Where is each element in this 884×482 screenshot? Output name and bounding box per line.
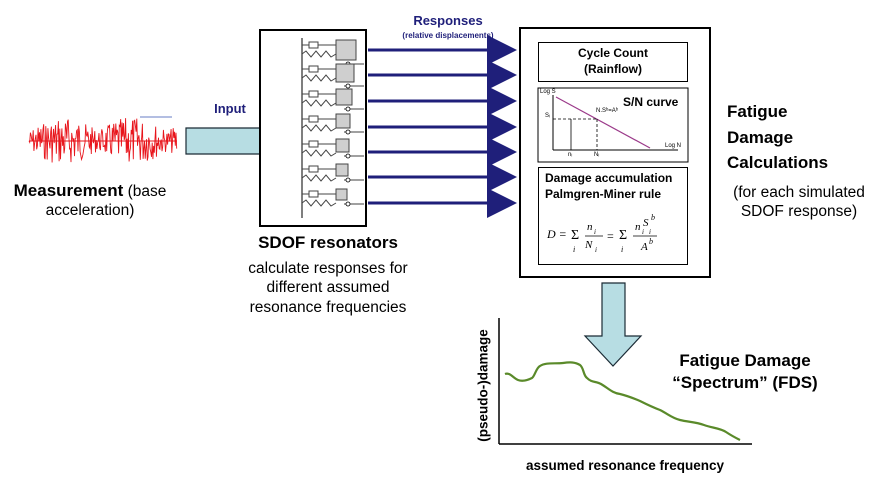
fatigue-label-line2: Damage (727, 127, 794, 147)
sdof-spring (301, 174, 337, 182)
miner-formula-graphic: D = Σ i n i N i = Σ i n S b i i A b (546, 213, 657, 254)
sdof-desc-line1: calculate responses for (248, 260, 408, 277)
svg-text:N: N (584, 239, 593, 251)
responses-title: Responses (413, 13, 483, 28)
sdof-description: calculate responses for different assume… (218, 259, 438, 317)
sdof-desc-line3: resonance frequencies (249, 298, 407, 316)
sdof-mass (335, 88, 353, 106)
measurement-signal (27, 112, 179, 170)
sdof-desc-line2: different assumed (266, 279, 390, 297)
miner-formula: D = Σ i n i N i = Σ i n S b i i A b (545, 212, 681, 263)
sn-axis-x: Log N (665, 143, 682, 149)
svg-text:n: n (635, 221, 641, 233)
sdof-spring (301, 74, 337, 82)
fatigue-label-line3: Calculations (727, 153, 829, 172)
fds-x-axis-label: assumed resonance frequency (525, 458, 725, 473)
sn-curve-title: S/N curve (623, 95, 679, 109)
fatigue-note: (for each simulated SDOF response) (714, 183, 884, 222)
sdof-spring (301, 199, 337, 207)
sdof-mass (335, 113, 351, 129)
sdof-displacement-dot (345, 201, 351, 207)
sdof-spring (301, 124, 337, 132)
measurement-label: Measurement (base acceleration) (0, 180, 180, 221)
sn-axis-y: Log S (540, 89, 556, 95)
sdof-title: SDOF resonators (258, 233, 398, 252)
fds-y-axis-label: (pseudo-)damage (475, 329, 491, 442)
fds-title: Fatigue Damage “Spectrum” (FDS) (655, 350, 835, 394)
sdof-displacement-dot (345, 129, 351, 135)
input-arrow-label: Input (214, 101, 246, 116)
fds-title-line2: “Spectrum” (FDS) (672, 373, 818, 393)
sn-si-label: Sᵢ (545, 113, 550, 119)
responses-subtitle: (relative displacements) (402, 31, 494, 40)
sdof-mass (335, 39, 357, 61)
cycle-count-line2: (Rainflow) (584, 61, 642, 76)
fds-curve (504, 361, 741, 441)
svg-text:A: A (640, 241, 648, 253)
sdof-displacement-dot (345, 106, 351, 112)
svg-text:i: i (594, 228, 596, 236)
sdof-displacement-dot (345, 83, 351, 89)
fds-plot (498, 318, 752, 445)
sn-Ni-label: Nᵢ (594, 152, 600, 158)
damage-line2: Palmgren-Miner rule (545, 186, 662, 201)
response-arrows (368, 35, 517, 218)
svg-text:n: n (587, 221, 593, 233)
fatigue-note2: SDOF response) (740, 203, 858, 221)
sdof-spring (301, 149, 337, 157)
sdof-mass (335, 163, 349, 177)
svg-text:b: b (651, 213, 655, 222)
cycle-count-line1: Cycle Count (577, 46, 648, 60)
damage-line1: Damage accumulation (545, 171, 673, 185)
sdof-resonator-array (301, 38, 364, 218)
svg-text:i: i (642, 228, 644, 236)
measurement-title: Measurement (13, 181, 124, 200)
svg-text:i: i (621, 245, 623, 254)
sdof-spring (301, 50, 337, 58)
sdof-displacement-dot (345, 177, 351, 183)
svg-text:=: = (607, 229, 614, 243)
fatigue-label: Fatigue Damage Calculations (727, 99, 828, 176)
fatigue-note1: (for each simulated (733, 184, 865, 201)
measurement-note: (base (127, 183, 167, 200)
fds-down-arrow (583, 282, 643, 367)
damage-accumulation-box: Damage accumulation Palmgren-Miner rule … (538, 167, 688, 265)
svg-text:i: i (649, 228, 651, 236)
sn-ni-label: nᵢ (568, 152, 573, 158)
sn-formula: N.Sᵇ=Aᵇ (596, 108, 619, 114)
svg-text:b: b (649, 237, 653, 246)
sn-curve-plot (537, 87, 689, 163)
svg-text:i: i (595, 246, 597, 254)
svg-text:Σ: Σ (619, 228, 627, 243)
sdof-mass (335, 63, 355, 83)
svg-text:Σ: Σ (571, 228, 579, 243)
sdof-displacement-dot (345, 153, 351, 159)
svg-text:i: i (573, 245, 575, 254)
sdof-mass (335, 188, 348, 201)
svg-text:D =: D = (546, 227, 567, 241)
sdof-spring (301, 99, 337, 107)
fds-title-line1: Fatigue Damage (679, 351, 811, 370)
fatigue-label-line1: Fatigue (727, 102, 788, 121)
sdof-mass (335, 138, 350, 153)
cycle-count-box: Cycle Count (Rainflow) (538, 42, 688, 82)
svg-text:S: S (643, 217, 649, 229)
measurement-note2: acceleration) (45, 202, 135, 220)
